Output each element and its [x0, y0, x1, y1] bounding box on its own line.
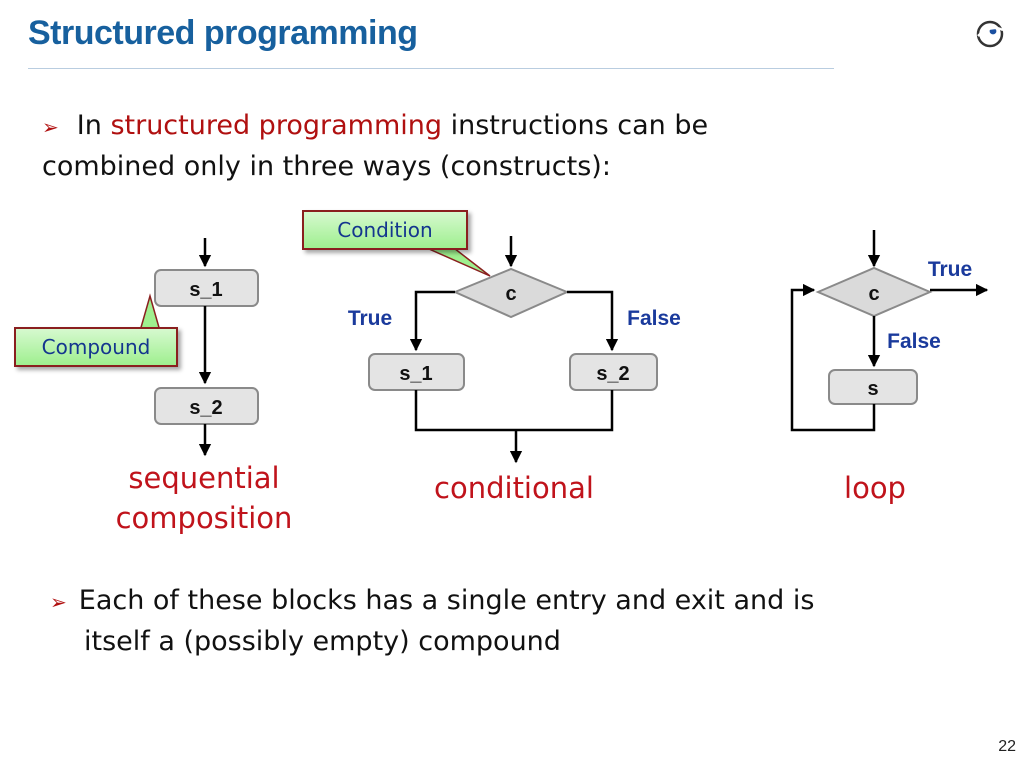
loop-diagram: c True False s [790, 230, 989, 432]
compound-callout: Compound [14, 327, 178, 367]
logo-icon [976, 20, 1004, 48]
seq-box-s2-label: s_2 [189, 397, 222, 419]
sequential-diagram: s_1 s_2 [139, 238, 259, 457]
bullet-arrow-icon: ➢ [42, 115, 59, 139]
bullet-1-highlight: structured programming [110, 110, 442, 141]
cond-box-s2-label: s_2 [596, 363, 629, 385]
seq-box-s1-label: s_1 [189, 279, 222, 301]
loop-false-label: False [887, 330, 941, 353]
slide-title: Structured programming [28, 14, 418, 52]
bullet-structured-programming: ➢ In structured programming instructions … [42, 106, 922, 187]
loop-decision-label: c [868, 283, 879, 305]
bullet-arrow-icon: ➢ [50, 590, 67, 614]
title-divider [28, 68, 834, 69]
seq-box-s2 [154, 387, 259, 425]
condition-callout: Condition [302, 210, 468, 250]
bullet-1-prefix: In [76, 110, 102, 141]
conditional-diagram: c True False s_1 s_2 [348, 236, 681, 464]
bullet-1-line2: combined only in three ways (constructs)… [42, 151, 611, 182]
sequential-caption: sequential composition [84, 458, 324, 538]
bullet-2-line2: itself a (possibly empty) compound [84, 626, 561, 657]
loop-box-s-label: s [867, 378, 878, 400]
seq-box-s1 [154, 269, 259, 307]
cond-box-s1-label: s_1 [399, 363, 432, 385]
cond-box-s2 [569, 353, 658, 391]
sequential-caption-line2: composition [115, 501, 293, 535]
bullet-single-entry-exit: ➢ Each of these blocks has a single entry… [50, 581, 990, 662]
bullet-1-suffix: instructions can be [450, 110, 709, 141]
loop-caption: loop [844, 471, 906, 505]
conditional-caption: conditional [434, 471, 594, 505]
loop-decision-diamond [815, 266, 933, 318]
cond-decision-label: c [505, 283, 516, 305]
cond-false-label: False [627, 307, 681, 330]
loop-true-label: True [928, 258, 972, 281]
page-number: 22 [998, 738, 1016, 755]
cond-true-label: True [348, 307, 392, 330]
bullet-2-line1: Each of these blocks has a single entry … [78, 585, 815, 616]
sequential-caption-line1: sequential [128, 461, 280, 495]
